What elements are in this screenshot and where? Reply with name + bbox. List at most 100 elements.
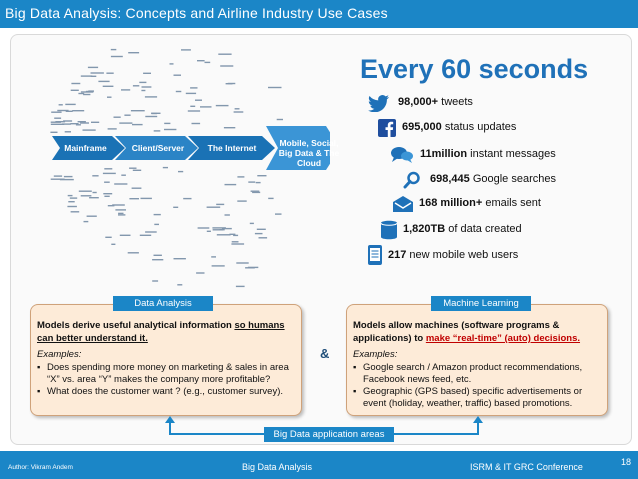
word-cloud-fragment [110, 48, 117, 51]
word-cloud-fragment [164, 128, 177, 131]
footer-center: Big Data Analysis [242, 462, 313, 472]
ampersand: & [320, 346, 330, 361]
word-cloud-fragment [119, 234, 131, 236]
machine-learning-examples-label: Examples: [353, 349, 398, 360]
word-cloud-fragment [132, 85, 140, 87]
word-cloud-fragment [255, 181, 261, 184]
word-cloud-fragment [236, 262, 249, 264]
footer-conference: ISRM & IT GRC Conference [470, 462, 583, 472]
word-cloud-fragment [103, 193, 113, 195]
word-cloud-fragment [62, 123, 71, 125]
word-cloud-fragment [106, 72, 114, 74]
word-cloud-fragment [51, 111, 62, 113]
word-cloud-fragment [219, 229, 225, 231]
word-cloud-fragment [141, 86, 152, 88]
word-cloud-fragment [153, 213, 161, 216]
word-cloud-fragment [68, 201, 75, 203]
machine-learning-lead: Models allow machines (software programs… [353, 320, 581, 344]
stat-mobile-web-users: 217 new mobile web users [388, 249, 519, 261]
word-cloud-fragment [86, 215, 97, 217]
word-cloud-fragment [206, 230, 211, 232]
word-cloud-fragment [98, 80, 110, 83]
word-cloud-fragment [223, 127, 236, 129]
arrow-mainframe [52, 136, 125, 160]
word-cloud-fragment [57, 109, 69, 112]
word-cloud-fragment [153, 130, 161, 132]
word-cloud-fragment [139, 234, 152, 236]
word-cloud-fragment [233, 111, 244, 113]
word-cloud-fragment [70, 123, 79, 125]
word-cloud-fragment [190, 105, 196, 107]
stat-tweets: 98,000+ tweets [398, 96, 473, 108]
word-cloud-fragment [181, 49, 191, 51]
word-cloud-fragment [178, 170, 184, 173]
word-cloud-fragment [80, 75, 93, 77]
word-cloud-fragment [131, 187, 142, 189]
word-cloud-fragment [130, 110, 145, 112]
word-cloud-fragment [102, 85, 114, 87]
word-cloud-fragment [257, 175, 267, 177]
word-cloud-fragment [63, 120, 73, 122]
stat-status-updates: 695,000 status updates [402, 121, 517, 133]
stat-data-created: 1,820TB of data created [403, 223, 522, 235]
word-cloud-fragment [206, 206, 221, 208]
word-cloud-fragment [50, 123, 65, 125]
application-areas-label: Big Data application areas [264, 427, 394, 442]
word-cloud-fragment [113, 116, 121, 118]
stat-instant-messages: 11million instant messages [420, 148, 556, 160]
word-cloud-fragment [132, 169, 142, 171]
list-item: ▪Google search / Amazon product recommen… [353, 362, 583, 385]
word-cloud-fragment [177, 284, 183, 286]
word-cloud-fragment [204, 61, 211, 64]
footer-author: Author: Vikram Andem [8, 464, 73, 471]
word-cloud-fragment [64, 131, 71, 133]
word-cloud-fragment [231, 243, 245, 245]
email-icon [393, 196, 413, 212]
word-cloud-fragment [195, 99, 202, 101]
word-cloud-fragment [104, 181, 110, 183]
word-cloud-fragment [224, 183, 237, 186]
word-cloud-fragment [173, 74, 181, 76]
word-cloud-fragment [233, 234, 239, 237]
data-analysis-lead: Models derive useful analytical informat… [37, 320, 285, 344]
stat-google-searches: 698,445 Google searches [430, 173, 556, 185]
word-cloud-fragment [102, 172, 116, 175]
word-cloud-fragment [183, 197, 192, 200]
word-cloud-fragment [196, 272, 205, 274]
stage-the-internet: The Internet [207, 143, 257, 153]
stage-mobile-cloud: Mobile, Social, Big Data & The Cloud [278, 138, 340, 168]
stat-emails-sent: 168 million+ emails sent [419, 197, 541, 209]
word-cloud-fragment [89, 197, 99, 199]
word-cloud-fragment [220, 65, 234, 67]
arrow-client-server [115, 136, 198, 160]
word-cloud-fragment [75, 124, 81, 126]
word-cloud-fragment [250, 190, 260, 192]
word-cloud-fragment [258, 237, 268, 239]
word-cloud-fragment [145, 231, 157, 233]
word-cloud-fragment [72, 110, 85, 112]
word-cloud-fragment [275, 213, 282, 215]
word-cloud-fragment [216, 203, 225, 206]
word-cloud-fragment [118, 212, 124, 215]
word-cloud-fragment [128, 52, 140, 54]
word-cloud-fragment [224, 214, 230, 216]
word-cloud-fragment [110, 55, 123, 58]
machine-learning-tag: Machine Learning [431, 296, 531, 311]
word-cloud-fragment [132, 123, 143, 126]
word-cloud-fragment [229, 233, 236, 235]
word-cloud-fragment [85, 90, 93, 93]
word-cloud-fragment [237, 176, 245, 178]
word-cloud-fragment [197, 60, 205, 62]
word-cloud-fragment [129, 167, 137, 169]
stage-client-server: Client/Server [131, 143, 185, 153]
word-cloud-fragment [65, 110, 73, 112]
word-cloud-fragment [211, 256, 216, 258]
word-cloud-fragment [107, 205, 115, 207]
word-cloud-fragment [187, 110, 201, 112]
word-cloud-fragment [154, 223, 159, 226]
word-cloud-fragment [78, 190, 92, 192]
word-cloud-fragment [235, 285, 245, 288]
word-cloud-fragment [248, 181, 256, 183]
title-bar: Big Data Analysis: Concepts and Airline … [0, 0, 638, 28]
database-icon [381, 220, 397, 240]
